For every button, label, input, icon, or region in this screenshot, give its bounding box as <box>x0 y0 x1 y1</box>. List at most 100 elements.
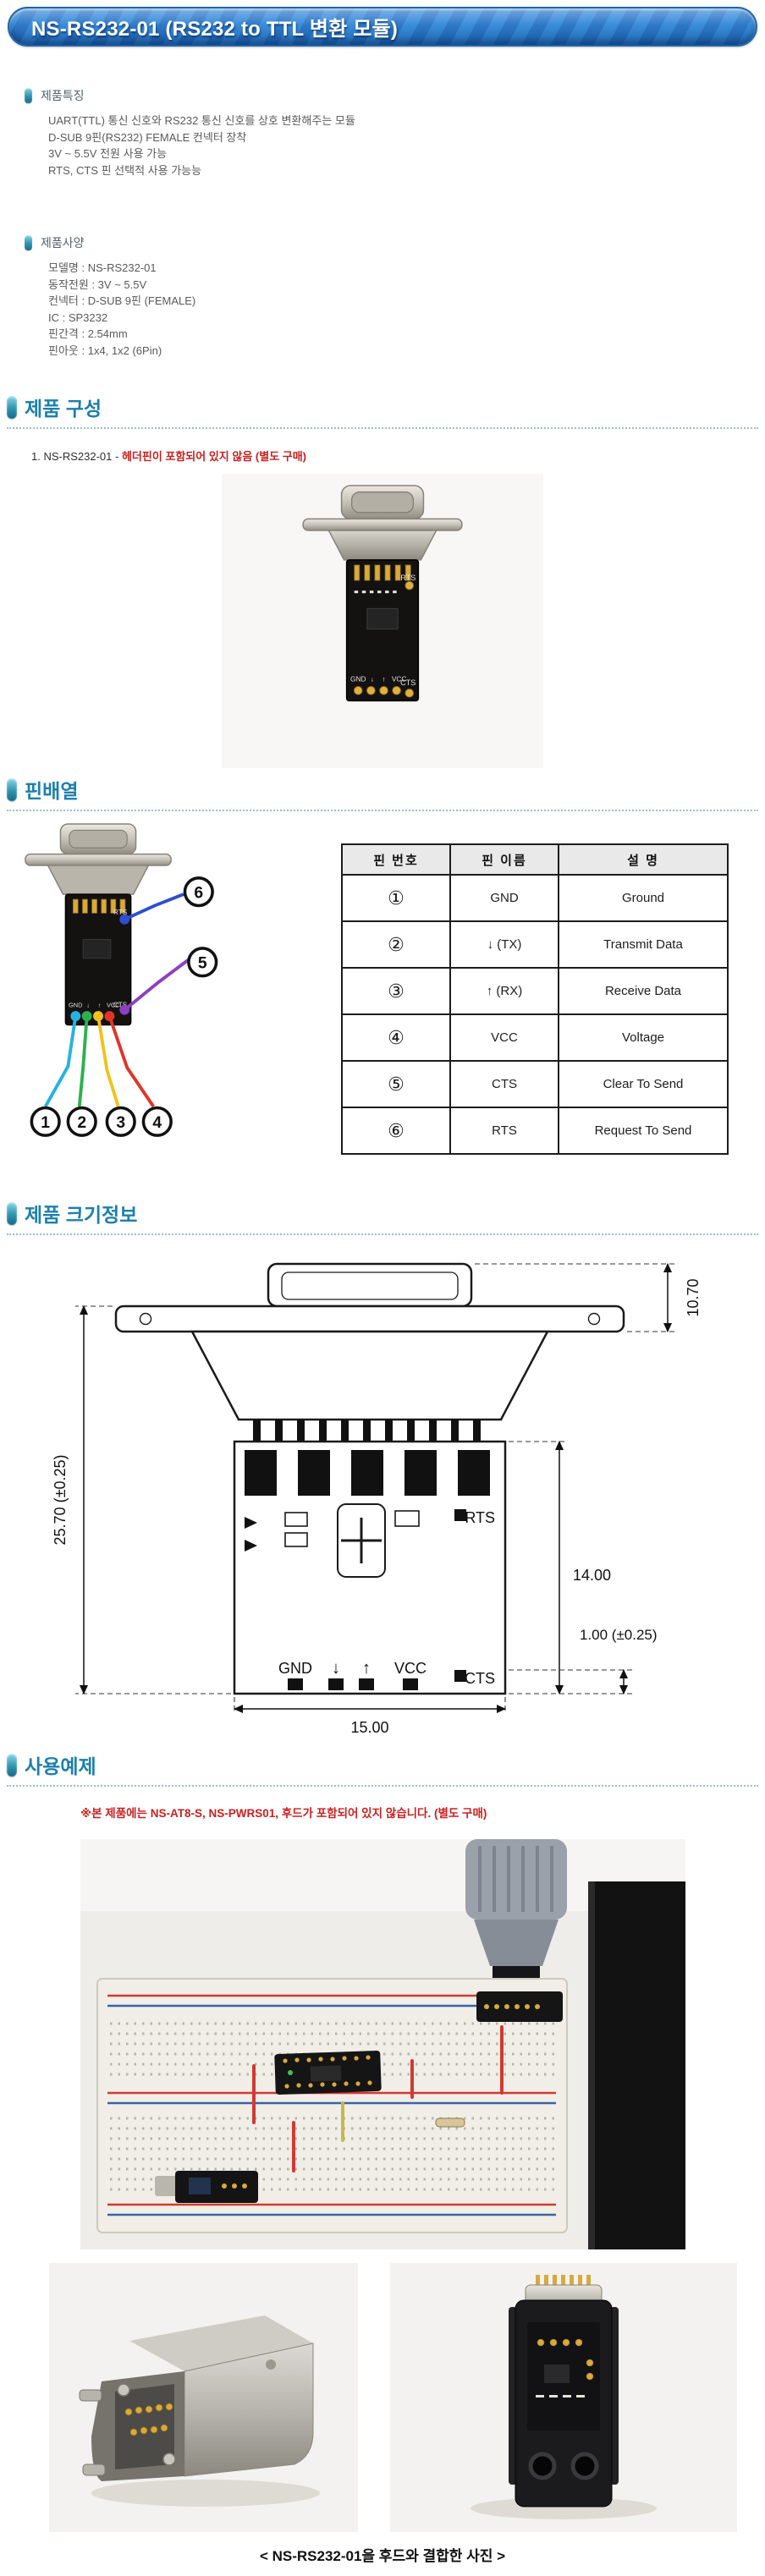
dimension-drawing: RTS CTS GND ↓ ↑ VCC 10.70 25.70 (±0.25) … <box>31 1250 734 1745</box>
pin-callout-6 <box>183 876 214 908</box>
silkscreen-rts: RTS <box>113 909 128 916</box>
section-bullet-icon <box>7 1201 17 1225</box>
specs-heading-label: 제품사양 <box>41 236 85 250</box>
section-bullet-icon <box>7 395 17 419</box>
pin-callout-5-label: 5 <box>198 955 207 973</box>
usage-note: ※본 제품에는 NS-AT8-S, NS-PWRS01, 후드가 포함되어 있지… <box>80 1807 487 1820</box>
pad-rts <box>119 914 130 925</box>
pin-callout-5 <box>187 947 218 978</box>
cell-pin-number: ⑥ <box>341 1107 451 1155</box>
wire-pin1 <box>43 1015 78 1107</box>
cell-pin-name: VCC <box>449 1013 559 1062</box>
silkscreen-rts: RTS <box>400 574 416 582</box>
hood-module-photo <box>390 2263 737 2532</box>
features-heading: 제품특징 <box>25 87 765 104</box>
table-row: ④ VCC Voltage <box>341 1013 729 1062</box>
pinout-heading: 핀배열 <box>7 775 765 804</box>
silkscreen-gnd: GND <box>350 674 366 683</box>
cell-pin-number: ② <box>341 920 451 969</box>
table-row: ⑤ CTS Clear To Send <box>341 1060 729 1108</box>
breadboard-scene <box>80 1839 685 2249</box>
usage-caption: < NS-RS232-01을 후드와 결합한 사진 > <box>259 2548 506 2564</box>
usage-photo <box>80 1839 685 2249</box>
cell-description: Receive Data <box>558 967 729 1015</box>
dim-connector-height: 10.70 <box>685 1278 702 1316</box>
section-bullet-icon <box>7 777 17 801</box>
cell-pin-number: ⑤ <box>341 1060 451 1108</box>
dim-pcb-height: 14.00 <box>573 1567 611 1584</box>
pin-callout-2 <box>66 1106 97 1137</box>
drawing-tx-arrow: ↓ <box>332 1659 340 1678</box>
pin-callout-3 <box>105 1106 136 1137</box>
feature-item: D-SUB 9핀(RS232) FEMALE 컨넥터 장착 <box>48 130 247 144</box>
spec-item: 핀아웃 : 1x4, 1x2 (6Pin) <box>48 343 162 357</box>
cell-description: Clear To Send <box>558 1060 729 1108</box>
spec-item: 모델명 : NS-RS232-01 <box>48 261 157 274</box>
silkscreen-vcc: VCC <box>392 674 407 683</box>
pinout-content: RTS CTS GND ↓ ↑ VCC <box>0 821 765 1155</box>
cell-pin-number: ① <box>341 874 451 922</box>
table-row: ② ↓ (TX) Transmit Data <box>341 920 729 969</box>
silkscreen-gnd: GND <box>69 1002 82 1009</box>
pad-rx <box>93 1011 103 1022</box>
silkscreen-rx-arrow: ↑ <box>98 1002 102 1009</box>
cell-pin-name: ↑ (RX) <box>449 967 559 1015</box>
pin-callout-4 <box>141 1106 173 1137</box>
product-photo: RTS CTS GND ↓ ↑ VCC <box>222 474 543 768</box>
wire-pin2 <box>77 1015 89 1107</box>
spec-item: 동작전원 : 3V ~ 5.5V <box>48 277 147 291</box>
spec-item: IC : SP3232 <box>48 310 108 324</box>
composition-item-label: 1. NS-RS232-01 - <box>31 450 122 463</box>
drawing-gnd-label: GND <box>278 1660 312 1677</box>
pinout-table: 핀 번호 핀 이름 설 명 ① GND Ground ② ↓ (TX) Tran… <box>341 843 729 1155</box>
silkscreen-cts: CTS <box>113 1002 128 1009</box>
table-row: ③ ↑ (RX) Receive Data <box>341 967 729 1015</box>
cell-pin-name: CTS <box>449 1060 559 1108</box>
dim-pcb-thickness: 1.00 (±0.25) <box>580 1627 658 1643</box>
pinout-illustration: RTS CTS GND ↓ ↑ VCC <box>25 823 218 1137</box>
section-bullet-icon <box>7 1753 17 1777</box>
feature-item: RTS, CTS 핀 선택적 사용 가능능 <box>48 163 202 177</box>
cell-pin-name: ↓ (TX) <box>449 920 559 969</box>
module-illustration: RTS CTS GND ↓ ↑ VCC <box>302 484 463 701</box>
hood-photos <box>49 2263 765 2532</box>
pin-callout-1-label: 1 <box>41 1114 50 1132</box>
dimensions-heading-label: 제품 크기정보 <box>25 1204 138 1226</box>
silkscreen-rx-arrow: ↑ <box>382 674 385 683</box>
usage-heading-label: 사용예제 <box>25 1755 96 1777</box>
col-description: 설 명 <box>558 843 729 876</box>
dim-pcb-width: 15.00 <box>350 1719 388 1736</box>
composition-note-red: 헤더핀이 포함되어 있지 않음 (별도 구매) <box>121 450 307 463</box>
dotted-divider <box>7 427 758 429</box>
dotted-divider <box>7 1785 758 1787</box>
dotted-divider <box>7 810 758 811</box>
dimensions-heading: 제품 크기정보 <box>7 1199 765 1228</box>
wire-pin6 <box>124 893 184 921</box>
features-list: UART(TTL) 통신 신호와 RS232 통신 신호를 상호 변환해주는 모… <box>0 113 765 179</box>
usage-heading: 사용예제 <box>7 1750 765 1779</box>
table-header-row: 핀 번호 핀 이름 설 명 <box>341 843 729 876</box>
drawing-vcc-label: VCC <box>394 1660 427 1677</box>
drawing-cts-label: CTS <box>465 1670 495 1687</box>
feature-item: 3V ~ 5.5V 전원 사용 가능 <box>48 147 168 160</box>
pinout-heading-label: 핀배열 <box>25 780 79 802</box>
composition-note: 1. NS-RS232-01 - 헤더핀이 포함되어 있지 않음 (별도 구매) <box>31 448 765 464</box>
pinout-photo: RTS CTS GND ↓ ↑ VCC <box>10 821 230 1152</box>
cell-description: Transmit Data <box>558 920 729 969</box>
composition-heading: 제품 구성 <box>7 393 765 421</box>
title-banner: NS-RS232-01 (RS232 to TTL 변환 모듈) <box>8 7 757 47</box>
pin-callout-3-label: 3 <box>116 1114 125 1132</box>
wire-pin4 <box>107 1015 155 1108</box>
pad-tx <box>81 1011 92 1022</box>
pin-callout-1 <box>30 1106 61 1137</box>
pin-callout-2-label: 2 <box>77 1114 86 1132</box>
pad-cts <box>119 1004 130 1015</box>
wire-pin3 <box>96 1015 120 1107</box>
pin-callout-6-label: 6 <box>194 885 203 903</box>
silkscreen-cts: CTS <box>400 678 416 687</box>
page-title: NS-RS232-01 (RS232 to TTL 변환 모듈) <box>31 18 399 41</box>
feature-item: UART(TTL) 통신 신호와 RS232 통신 신호를 상호 변환해주는 모… <box>48 114 355 127</box>
cell-pin-number: ④ <box>341 1013 451 1062</box>
pad-vcc <box>104 1011 115 1022</box>
